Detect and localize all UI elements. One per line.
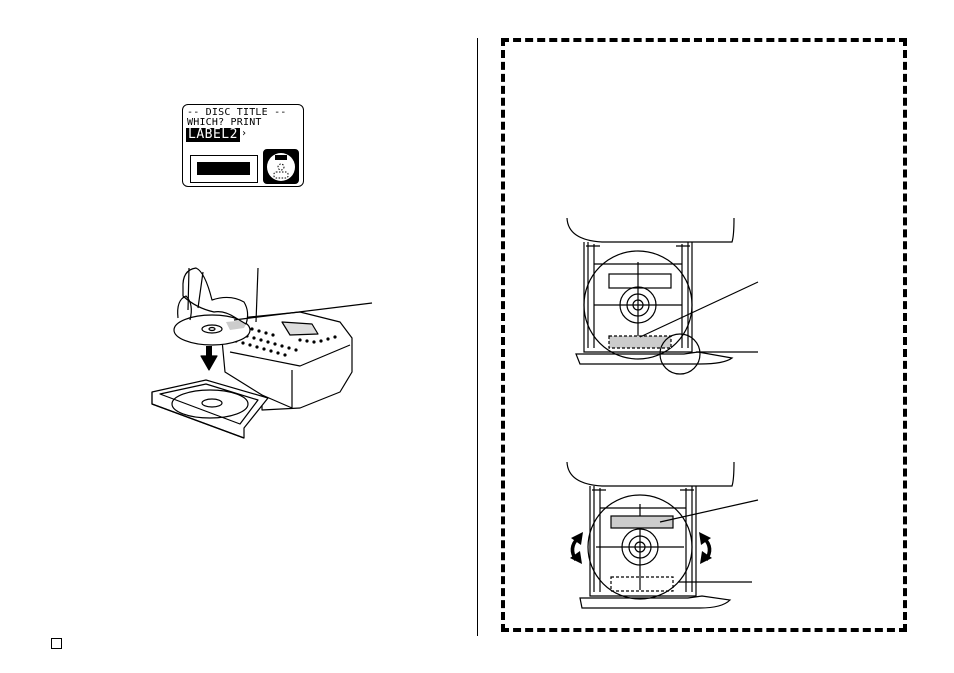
lcd-label-preview — [190, 155, 258, 183]
lcd-line-which-print: WHICH? PRINT — [187, 117, 262, 128]
lcd-line-disc-title: -- DISC TITLE -- — [187, 107, 287, 118]
page-divider — [477, 38, 478, 636]
square-icon — [51, 638, 62, 649]
lcd-selected-label: LABEL2 — [186, 127, 240, 142]
disc-icon — [263, 149, 299, 184]
lcd-label-bar — [197, 162, 250, 175]
lcd-arrow: › — [241, 128, 248, 139]
note-box — [501, 38, 907, 632]
lcd-display: -- DISC TITLE -- WHICH? PRINT LABEL2 › — [182, 104, 304, 187]
